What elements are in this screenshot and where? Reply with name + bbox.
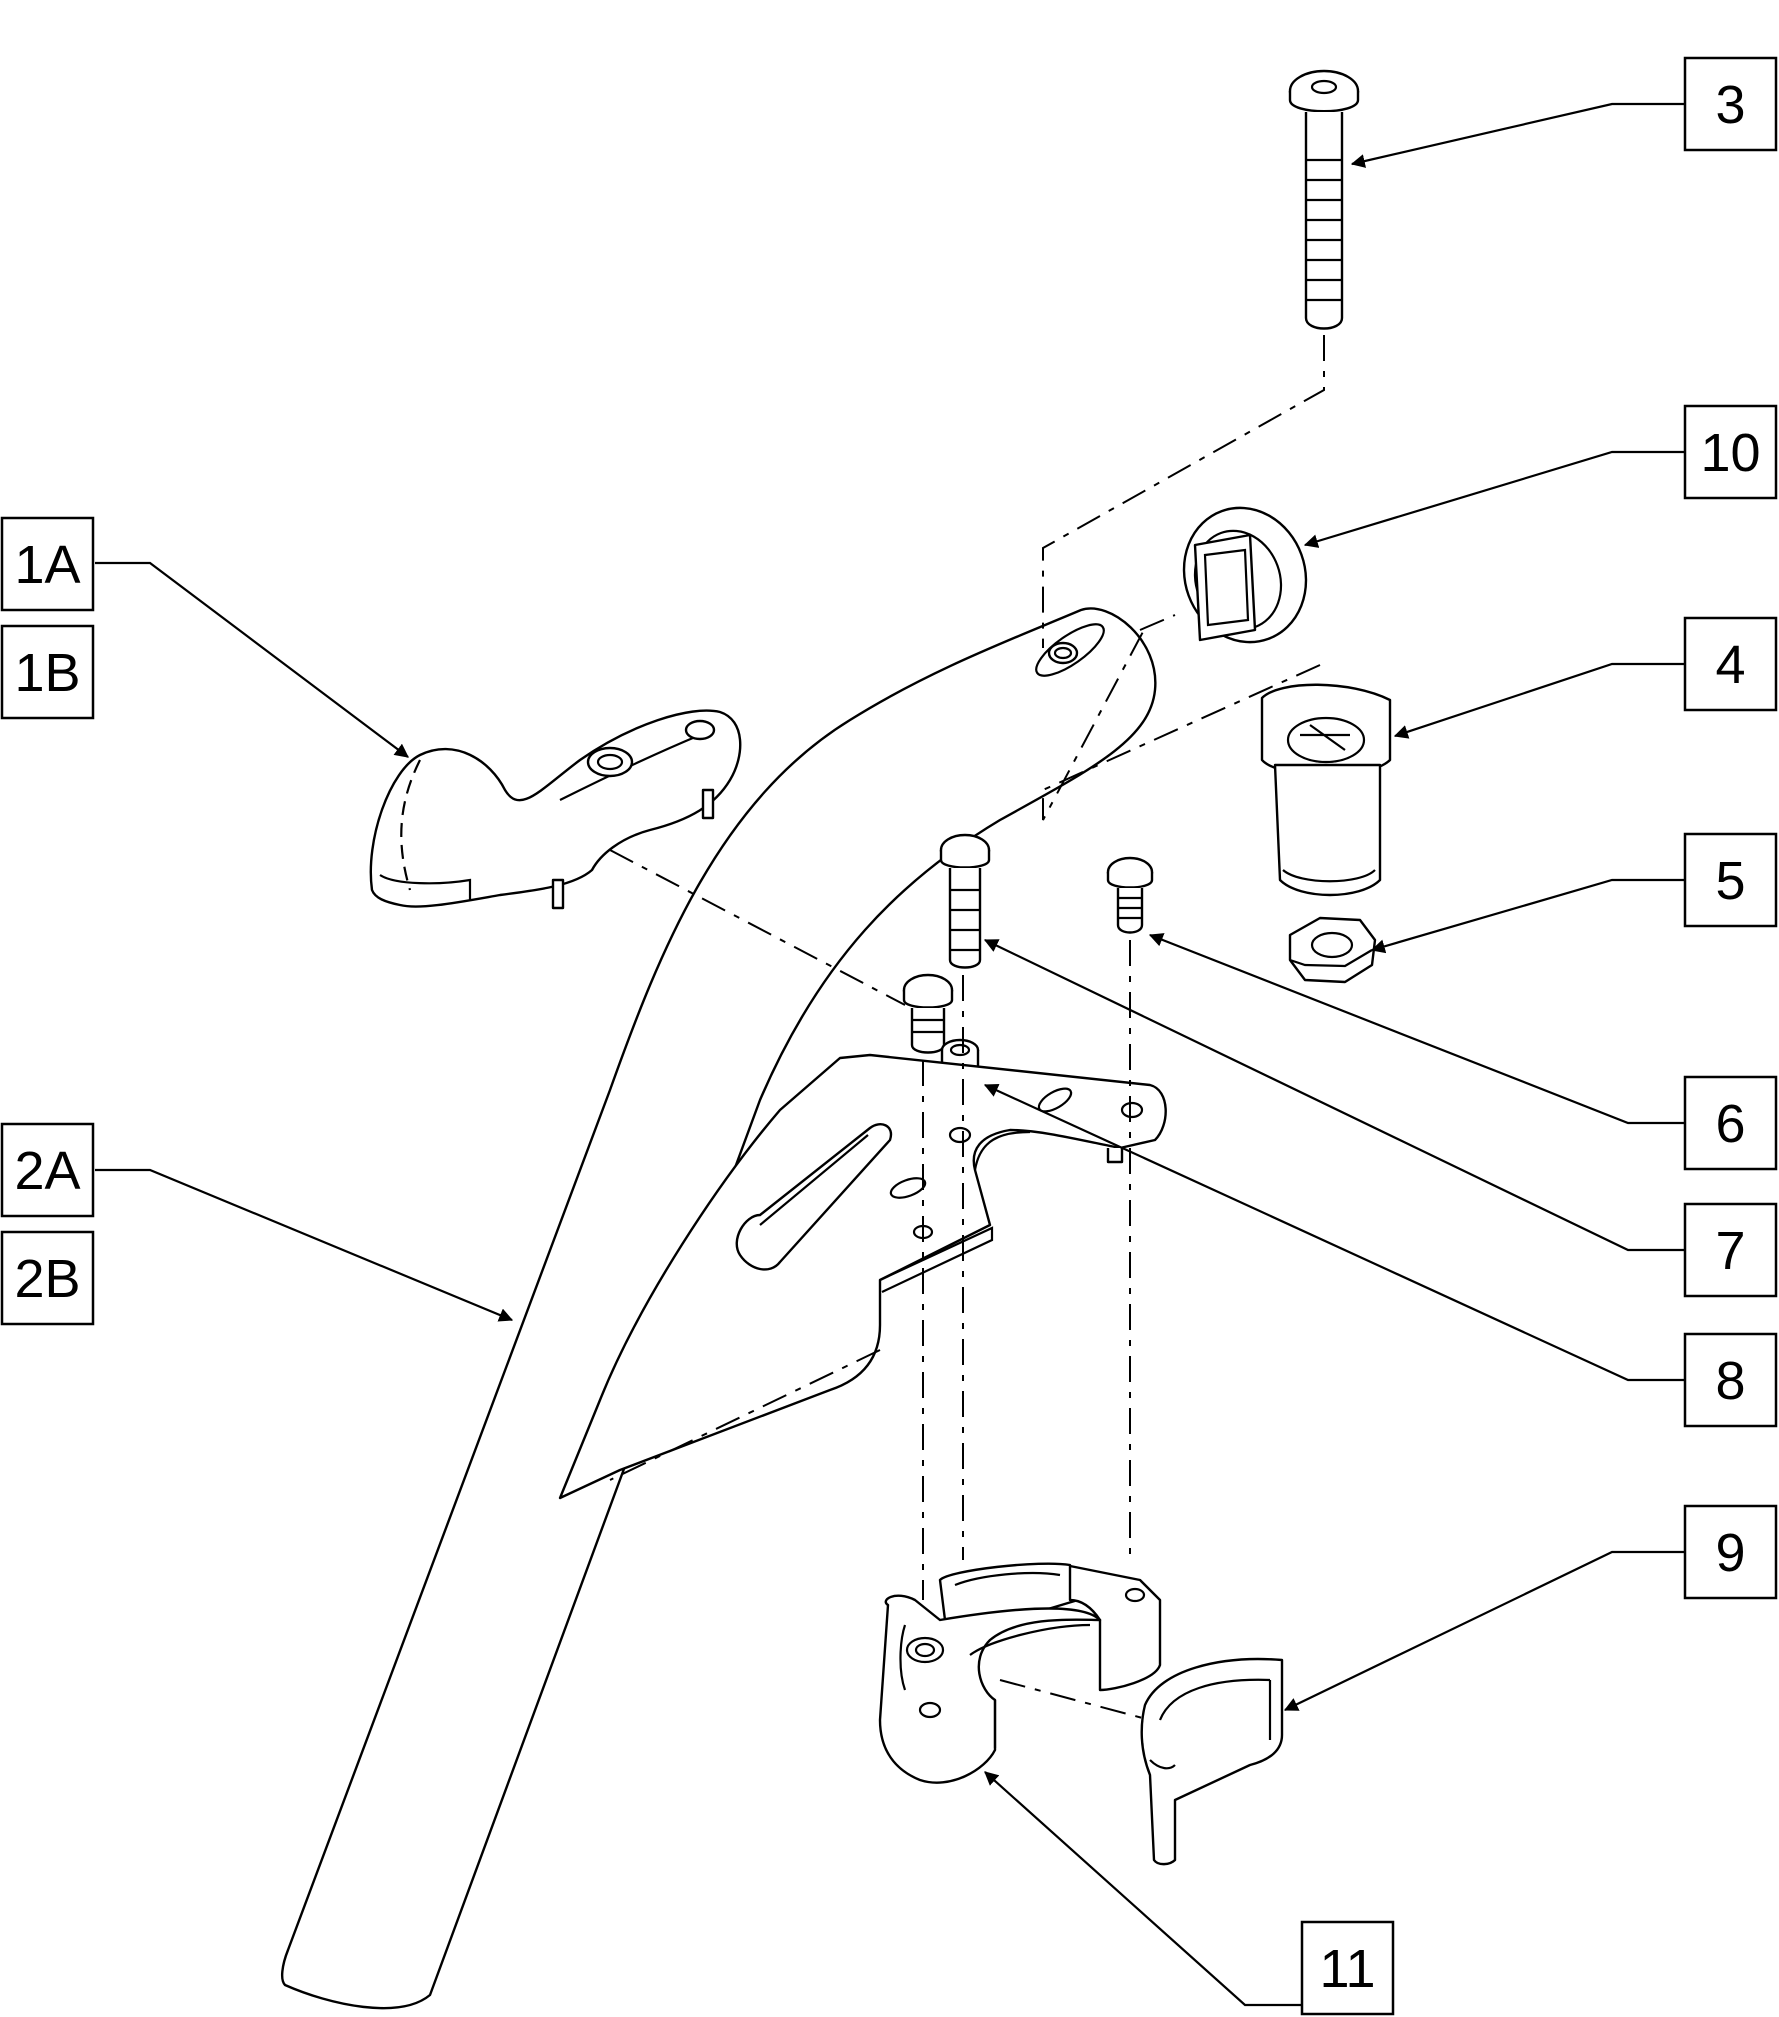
small-screw-6-part bbox=[1106, 856, 1154, 934]
mounting-plate-part bbox=[558, 1053, 1167, 1500]
callout-box-11: 11 bbox=[1300, 1920, 1395, 2016]
callout-label-3: 3 bbox=[1715, 75, 1745, 135]
callout-label-8: 8 bbox=[1715, 1351, 1745, 1411]
callout-box-5: 5 bbox=[1683, 832, 1778, 928]
callout-label-6: 6 bbox=[1715, 1094, 1745, 1154]
insert-sleeve-part bbox=[1260, 683, 1392, 897]
callout-label-5: 5 bbox=[1715, 851, 1745, 911]
callout-box-1a: 1A bbox=[0, 516, 95, 612]
callout-label-7: 7 bbox=[1715, 1221, 1745, 1281]
callout-label-9: 9 bbox=[1715, 1523, 1745, 1583]
callout-box-1b: 1B bbox=[0, 624, 95, 720]
tube-part bbox=[280, 607, 1157, 2010]
callout-box-2b: 2B bbox=[0, 1230, 95, 1326]
callout-box-10: 10 bbox=[1683, 404, 1778, 500]
handle-grip-part bbox=[369, 709, 742, 910]
callout-box-3: 3 bbox=[1683, 56, 1778, 152]
clamp-block-part bbox=[878, 1562, 1162, 1784]
alignment-lines bbox=[609, 335, 1325, 1721]
callout-box-7: 7 bbox=[1683, 1202, 1778, 1298]
callout-box-4: 4 bbox=[1683, 616, 1778, 712]
callout-box-8: 8 bbox=[1683, 1332, 1778, 1428]
callout-label-2b: 2B bbox=[14, 1249, 80, 1309]
long-bolt-part bbox=[1288, 69, 1360, 330]
hex-nut-part bbox=[1288, 916, 1377, 984]
half-ring-clip-part bbox=[1140, 1657, 1284, 1866]
callout-label-10: 10 bbox=[1700, 423, 1760, 483]
callout-label-1b: 1B bbox=[14, 643, 80, 703]
plate-screw-part bbox=[902, 973, 954, 1054]
callout-box-6: 6 bbox=[1683, 1075, 1778, 1171]
leader-lines bbox=[95, 102, 1685, 2007]
end-cap-plug-part bbox=[1182, 506, 1308, 644]
callout-label-2a: 2A bbox=[14, 1141, 80, 1201]
callout-box-2a: 2A bbox=[0, 1122, 95, 1218]
callout-label-4: 4 bbox=[1715, 635, 1745, 695]
callout-label-1a: 1A bbox=[14, 535, 80, 595]
callout-box-9: 9 bbox=[1683, 1504, 1778, 1600]
callout-label-11: 11 bbox=[1319, 1939, 1375, 1999]
medium-screw-7-part bbox=[939, 833, 991, 969]
